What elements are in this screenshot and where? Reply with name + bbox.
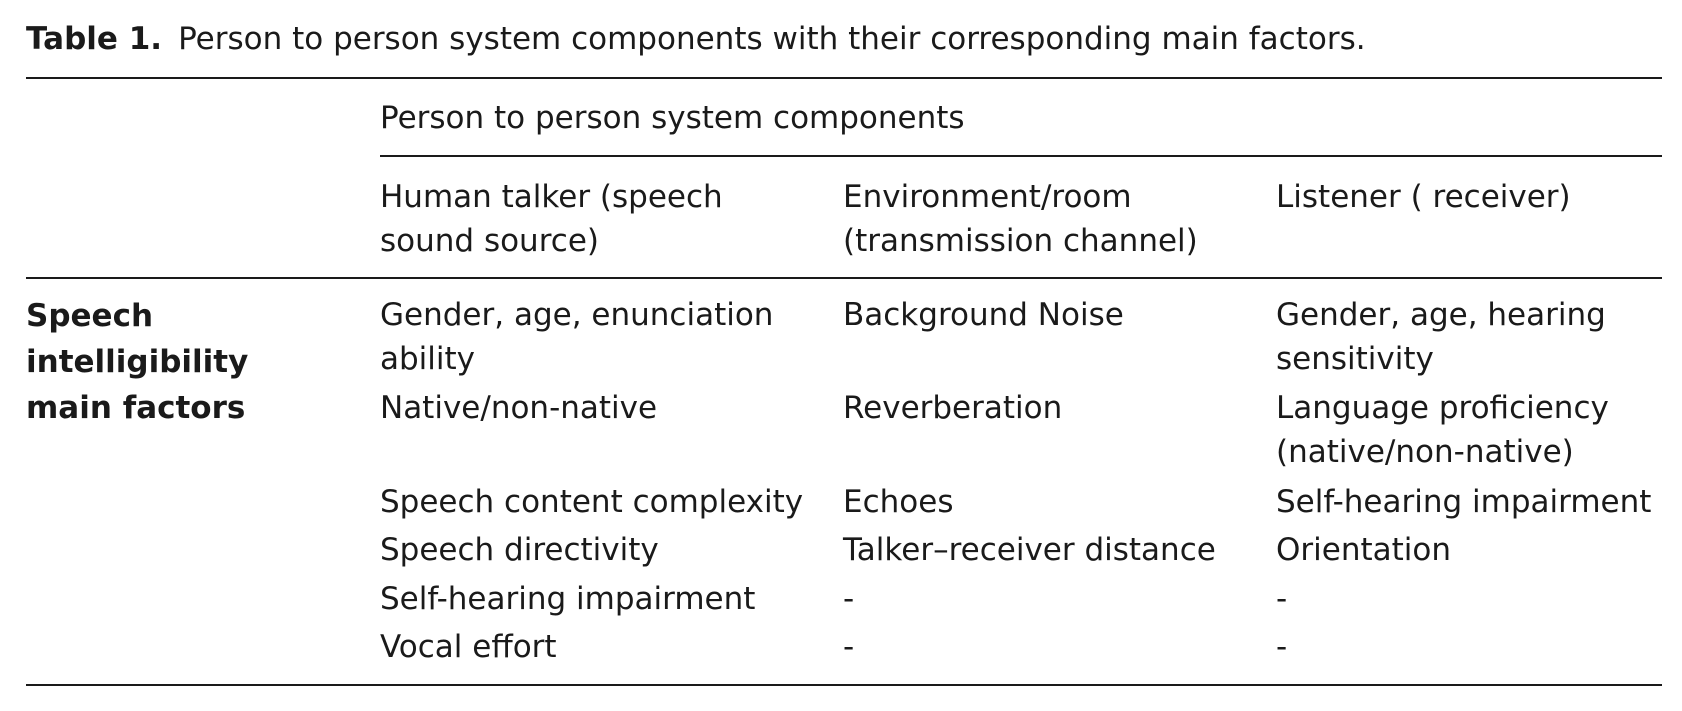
column-header-environment: Environment/room (transmission channel) [843, 175, 1198, 263]
cell-line: Speech content complexity [380, 484, 804, 520]
table-cell: - [843, 625, 854, 669]
table-cell: Self-hearing impairment [380, 577, 755, 621]
column-header-environment-line-2: (transmission channel) [843, 223, 1198, 259]
cell-line: Background Noise [843, 297, 1124, 333]
cell-line: - [1276, 629, 1288, 665]
cell-line: Gender, age, hearing [1276, 297, 1606, 333]
spanner-rule [380, 155, 1662, 157]
row-label-line-2: intelligibility [26, 344, 249, 380]
table-caption-text: Person to person system components with … [178, 21, 1366, 57]
cell-line: - [1276, 581, 1288, 617]
table-cell: - [843, 577, 854, 621]
header-rule [26, 277, 1662, 279]
column-header-talker-line-2: sound source) [380, 223, 599, 259]
column-header-listener: Listener ( receiver) [1276, 175, 1571, 219]
column-header-talker-line-1: Human talker (speech [380, 179, 723, 215]
cell-line: Reverberation [843, 390, 1063, 426]
table-cell: Native/non-native [380, 386, 657, 430]
row-label-line-1: Speech [26, 298, 154, 334]
table-cell: Speech content complexity [380, 480, 803, 524]
table-cell: Language proficiency (native/non-native) [1276, 386, 1609, 474]
cell-line: Speech directivity [380, 532, 659, 568]
table-cell: Gender, age, enunciation ability [380, 293, 773, 381]
cell-line: Language proficiency [1276, 390, 1609, 426]
table-cell: Gender, age, hearing sensitivity [1276, 293, 1606, 381]
cell-line: (native/non-native) [1276, 434, 1574, 470]
cell-line: ability [380, 341, 476, 377]
table-caption: Table 1. Person to person system componen… [26, 16, 1366, 62]
table-cell: Reverberation [843, 386, 1062, 430]
spanner-header: Person to person system components [380, 100, 965, 136]
cell-line: - [843, 581, 855, 617]
cell-line: Self-hearing impairment [1276, 484, 1652, 520]
table-caption-label: Table 1. [26, 21, 163, 57]
column-header-environment-line-1: Environment/room [843, 179, 1132, 215]
cell-line: sensitivity [1276, 341, 1434, 377]
row-label-line-3: main factors [26, 390, 246, 426]
column-header-listener-line-1: Listener ( receiver) [1276, 179, 1571, 215]
cell-line: Orientation [1276, 532, 1452, 568]
table-cell: - [1276, 625, 1287, 669]
table-cell: Talker–receiver distance [843, 528, 1216, 572]
cell-line: Vocal effort [380, 629, 557, 665]
cell-line: Talker–receiver distance [843, 532, 1216, 568]
cell-line: Gender, age, enunciation [380, 297, 774, 333]
table-cell: - [1276, 577, 1287, 621]
cell-line: Echoes [843, 484, 954, 520]
table-cell: Vocal effort [380, 625, 557, 669]
table-cell: Self-hearing impairment [1276, 480, 1651, 524]
cell-line: Native/non-native [380, 390, 658, 426]
table-cell: Speech directivity [380, 528, 659, 572]
cell-line: - [843, 629, 855, 665]
row-label: Speech intelligibility main factors [26, 293, 248, 431]
bottom-rule [26, 684, 1662, 686]
table-cell: Background Noise [843, 293, 1124, 337]
table-cell: Orientation [1276, 528, 1451, 572]
column-header-talker: Human talker (speech sound source) [380, 175, 723, 263]
table-cell: Echoes [843, 480, 953, 524]
cell-line: Self-hearing impairment [380, 581, 756, 617]
top-rule [26, 77, 1662, 79]
